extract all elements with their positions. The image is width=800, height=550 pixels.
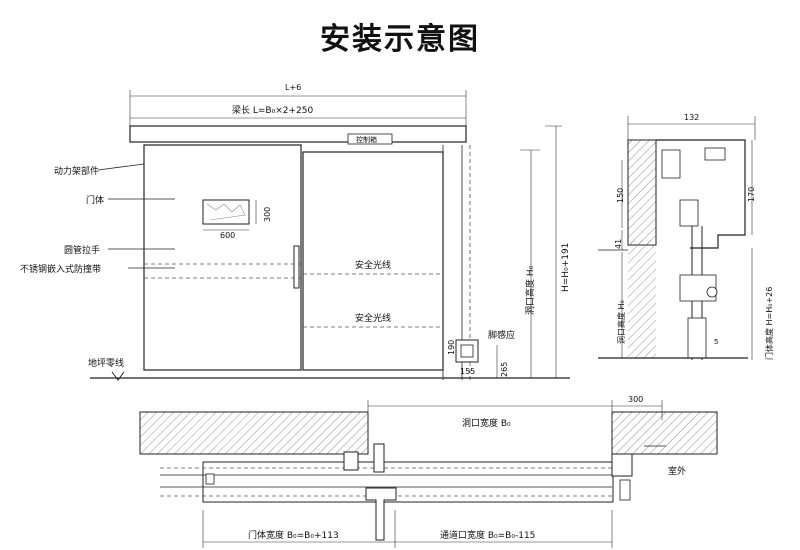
front-view: L+6 梁长 L=B₀×2+250 600 300 控制箱 安全光线 安全光线 <box>20 83 571 381</box>
door-window <box>202 199 250 225</box>
side-dim-41: 41 <box>614 239 623 249</box>
plan-wall-left <box>139 411 369 455</box>
top-beam <box>129 125 467 143</box>
sensor-width: 155 <box>460 367 475 376</box>
dim-opening-height: 洞口高度 H₀ <box>524 265 536 315</box>
label-strip: 不锈钢嵌入式防撞带 <box>20 263 101 275</box>
plan-door-track <box>202 461 614 503</box>
side-dim-5: 5 <box>714 338 718 346</box>
page-title: 安装示意图 <box>320 22 480 57</box>
left-door-panel <box>143 144 302 371</box>
window-height: 300 <box>263 207 272 222</box>
sensor-height: 190 <box>447 340 456 355</box>
label-door-body: 门体 <box>86 194 104 206</box>
dim-door-height: H=H₀+191 <box>561 243 571 292</box>
safety-light-label-2: 安全光线 <box>355 312 391 324</box>
sensor-elevation: 265 <box>500 362 509 377</box>
plan-dim-passage-width: 通道口宽度 B₀=B₀-115 <box>440 529 535 541</box>
dim-total: L+6 <box>285 83 301 92</box>
side-dim-opening-height: 洞口高度 H₀ <box>616 300 626 344</box>
dim-beam: 梁长 L=B₀×2+250 <box>232 104 313 116</box>
side-dim-150: 150 <box>616 188 625 203</box>
side-wall-top <box>627 139 657 246</box>
label-power-frame: 动力架部件 <box>54 165 99 177</box>
safety-light-label-1: 安全光线 <box>355 259 391 271</box>
right-door-panel <box>302 151 444 371</box>
side-housing <box>656 139 746 249</box>
plan-dim-door-width: 门体宽度 B₀=B₀+113 <box>248 529 339 541</box>
control-box <box>347 133 393 145</box>
round-handle <box>293 245 300 289</box>
control-box-label: 控制箱 <box>356 135 377 144</box>
plan-dim-opening-width: 洞口宽度 B₀ <box>462 417 511 429</box>
side-dim-170: 170 <box>747 187 756 202</box>
window-width: 600 <box>220 231 235 240</box>
side-dim-door-height: 门体高度 H=H₀+26 <box>764 287 774 360</box>
label-outside: 室外 <box>668 465 686 477</box>
plan-wall-right <box>611 411 718 455</box>
plan-dim-300: 300 <box>628 395 643 404</box>
side-view: 132 150 41 洞口高度 H₀ 170 门体高度 H=H₀+26 5 <box>598 113 774 360</box>
floor-label: 地坪零线 <box>88 357 124 369</box>
foot-sensor-label: 脚感应 <box>488 329 515 341</box>
plan-view: 洞口宽度 B₀ 300 室外 门体宽度 B₀=B₀+113 通道口宽度 B₀=B… <box>139 395 718 548</box>
label-handle: 圆管拉手 <box>64 244 100 256</box>
side-dim-132: 132 <box>684 113 699 122</box>
